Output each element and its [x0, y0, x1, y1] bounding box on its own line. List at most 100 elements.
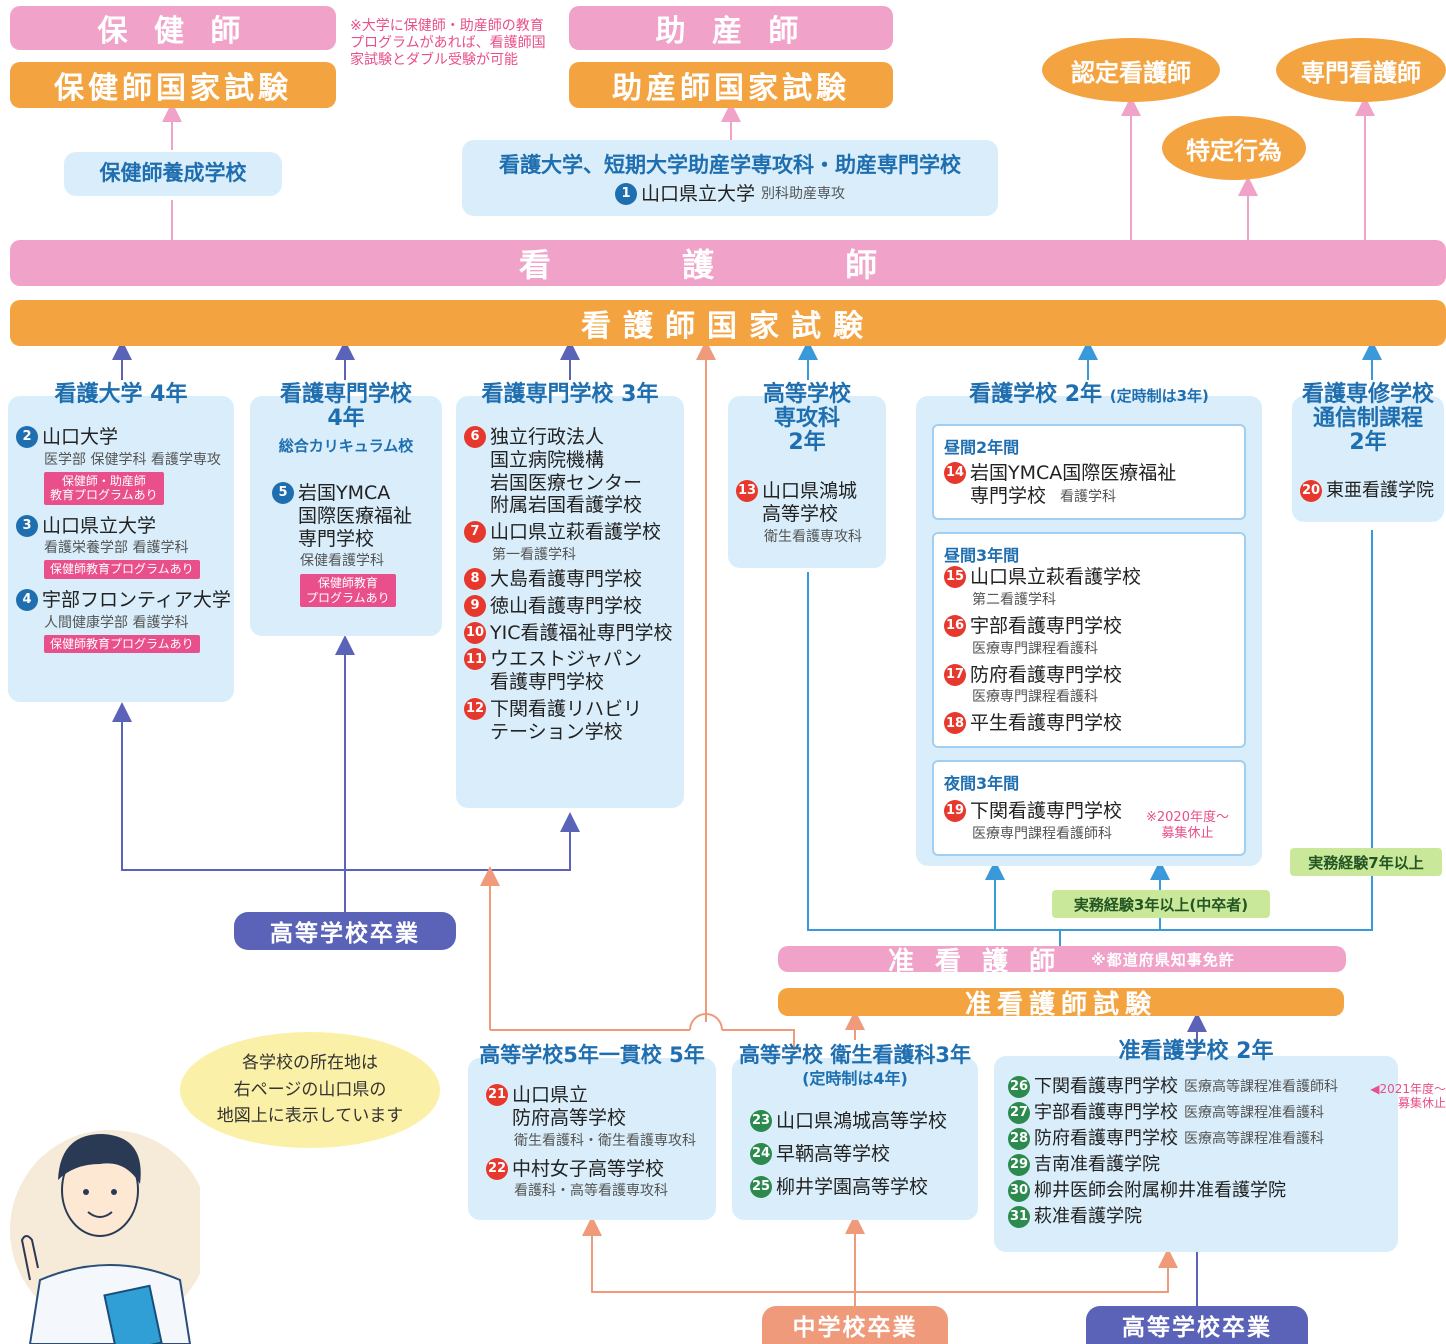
number-badge: 28	[1008, 1128, 1030, 1150]
koutou-senkou-title: 高等学校 専攻科 2年	[762, 382, 851, 456]
number-badge: 4	[16, 588, 38, 611]
number-badge: 26	[1008, 1076, 1030, 1098]
kangoshi-bar: 看 護 師	[10, 240, 1446, 286]
senmon4-subtitle: 総合カリキュラム校	[278, 437, 414, 455]
school-name: 早鞆高等学校	[776, 1142, 891, 1165]
school-sub: 第二看護学科	[972, 591, 1056, 608]
school-sub: 看護栄養学部 看護学科	[44, 540, 189, 557]
school-name: 徳山看護専門学校	[490, 594, 643, 617]
kangoshi-exam-bar: 看護師国家試験	[10, 300, 1446, 346]
exp7-label: 実務経験7年以上	[1290, 848, 1442, 876]
school-name: 下関看護リハビリ テーション学校	[490, 697, 643, 743]
number-badge: 31	[1008, 1206, 1030, 1228]
jun2-title: 准看護学校 2年	[1118, 1039, 1274, 1064]
school-sub: 医療専門課程看護科	[972, 689, 1098, 706]
number-badge: 9	[464, 594, 486, 617]
school-sub: 看護学科	[1060, 488, 1116, 505]
number-badge: 6	[464, 426, 486, 448]
kango2-title-note: (定時制は3年)	[1109, 387, 1209, 405]
number-badge: 25	[750, 1175, 772, 1198]
school-name: 岩国YMCA国際医療福祉 専門学校	[970, 462, 1177, 507]
nurse-illustration	[10, 1130, 200, 1344]
jun2-box	[994, 1056, 1398, 1252]
hokenshi-school-label: 保健師養成学校	[99, 161, 247, 186]
school-name: 下関看護専門学校	[970, 800, 1123, 822]
school-sub: 衛生看護専攻科	[764, 528, 862, 545]
number-badge: 8	[464, 567, 486, 590]
number-badge: 21	[486, 1084, 508, 1106]
school-name: 宇部フロンティア大学	[42, 588, 231, 611]
list-item: 1 山口県立大学 別科助産専攻	[462, 183, 998, 206]
number-badge: 10	[464, 621, 486, 644]
number-badge: 22	[486, 1157, 508, 1180]
location-note-bubble: 各学校の所在地は 右ページの山口県の 地図上に表示しています	[180, 1032, 440, 1148]
eisei3-box	[732, 1058, 978, 1220]
double-exam-note: ※大学に保健師・助産師の教育プログラムがあれば、看護師国家試験とダブル受験が可能	[350, 18, 546, 68]
school-name: 山口県立萩看護学校	[490, 521, 662, 544]
univ4-title: 看護大学 4年	[54, 382, 188, 407]
program-tag: 保健師教育 プログラムあり	[300, 574, 396, 608]
school-sub: 医療専門課程看護科	[972, 640, 1098, 657]
jun2-suspend-note: ◀2021年度〜 募集休止	[1370, 1082, 1446, 1111]
school-name: YIC看護福祉専門学校	[490, 621, 673, 644]
number-badge: 12	[464, 697, 486, 720]
school-name: 山口大学	[42, 426, 119, 448]
junkangoshi-note: ※都道府県知事免許	[1091, 950, 1235, 969]
number-badge: 20	[1300, 480, 1322, 502]
number-badge: 2	[16, 426, 38, 448]
school-name: 東亜看護学院	[1326, 480, 1434, 501]
tokutei-oval: 特定行為	[1162, 116, 1306, 180]
list-item: 5 岩国YMCA 国際医療福祉 専門学校	[272, 482, 440, 550]
number-badge: 5	[272, 482, 294, 504]
hokenshi-exam-bar: 保健師国家試験	[10, 62, 336, 108]
day2-box: 昼間2年間 14 岩国YMCA国際医療福祉 専門学校 看護学科	[932, 424, 1246, 520]
senmon-oval: 専門看護師	[1276, 38, 1446, 102]
number-badge: 29	[1008, 1154, 1030, 1176]
school-name: 萩准看護学院	[1034, 1206, 1142, 1227]
school-sub: 人間健康学部 看護学科	[44, 614, 189, 631]
number-badge: 24	[750, 1142, 772, 1165]
school-sub: 衛生看護科・衛生看護専攻科	[514, 1132, 696, 1149]
school-name: 防府看護専門学校	[970, 663, 1123, 686]
night3-label: 夜間3年間	[944, 774, 1020, 793]
kango2-title-row: 看護学校 2年 (定時制は3年)	[916, 382, 1262, 407]
tsushin-box	[1292, 396, 1444, 522]
josanshi-exam-bar: 助産師国家試験	[569, 62, 893, 108]
eisei3-title: 高等学校 衛生看護科3年	[739, 1043, 971, 1067]
school-name: 柳井医師会附属柳井准看護学院	[1034, 1180, 1286, 1201]
school-name: 大島看護専門学校	[490, 567, 643, 590]
number-badge: 30	[1008, 1180, 1030, 1202]
program-tag: 保健師・助産師 教育プログラムあり	[44, 471, 164, 505]
